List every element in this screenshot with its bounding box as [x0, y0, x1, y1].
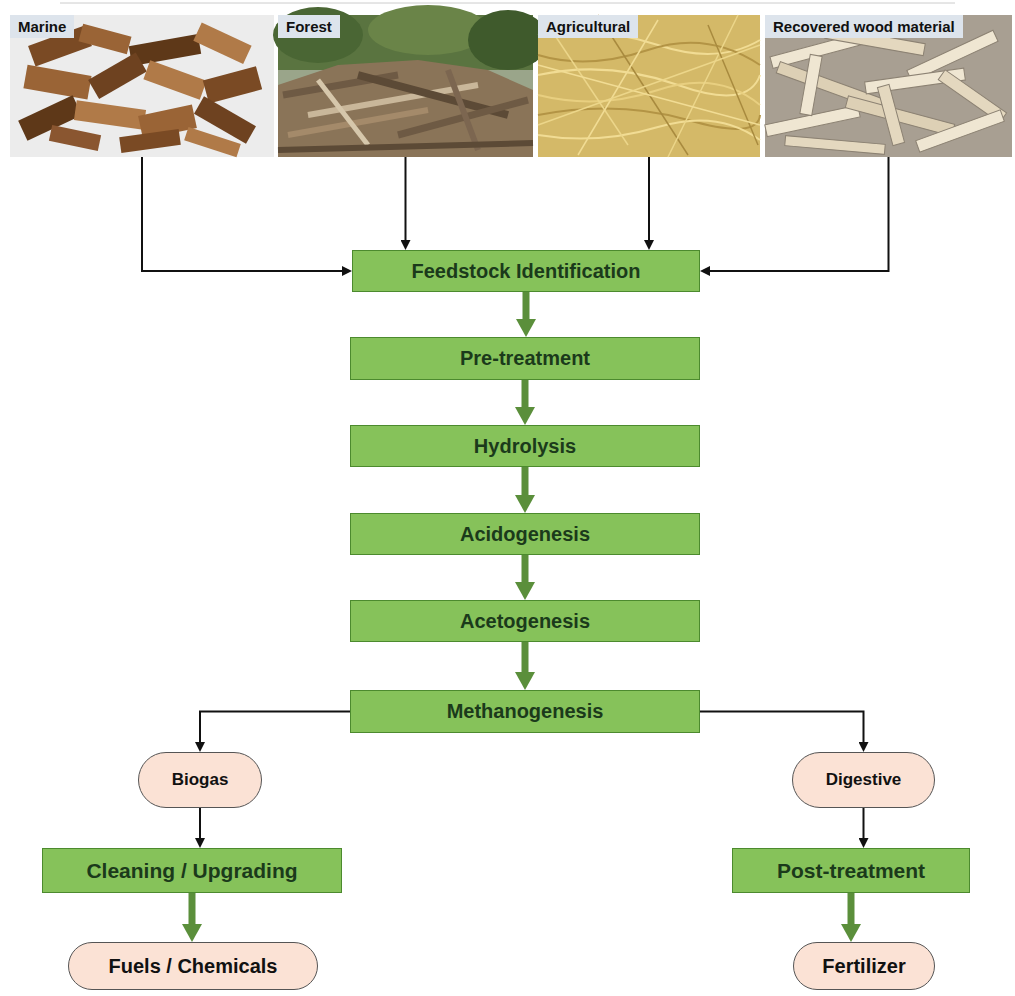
connector-arrow: [648, 157, 650, 240]
connector-arrow: [200, 712, 350, 743]
process-box: Acetogenesis: [350, 600, 700, 642]
node-label: Acetogenesis: [460, 610, 590, 633]
recovered-wood-photo: [765, 15, 1012, 157]
node-label: Fertilizer: [822, 955, 905, 978]
feedstock-photo: Agricultural: [538, 15, 760, 157]
node-label: Biogas: [172, 770, 229, 790]
process-box: Pre-treatment: [350, 337, 700, 380]
node-label: Feedstock Identification: [412, 260, 641, 283]
agricultural-photo: [538, 15, 760, 157]
process-box: Cleaning / Upgrading: [42, 848, 342, 893]
top-rule: [60, 3, 955, 4]
output-pill: Digestive: [792, 752, 935, 808]
connector-arrow: [700, 712, 864, 743]
node-label: Methanogenesis: [447, 700, 604, 723]
flow-arrow: [848, 893, 855, 924]
connector-arrow: [142, 157, 342, 271]
process-box: Acidogenesis: [350, 513, 700, 555]
photo-label: Forest: [278, 15, 340, 38]
photo-label: Recovered wood material: [765, 15, 963, 38]
marine-photo: [10, 15, 274, 157]
photo-label: Marine: [10, 15, 74, 38]
feedstock-photo: Forest: [278, 15, 533, 157]
connector-arrow: [199, 808, 201, 838]
node-label: Cleaning / Upgrading: [86, 859, 297, 883]
node-label: Fuels / Chemicals: [109, 955, 278, 978]
forest-photo: [273, 5, 548, 157]
node-label: Post-treatment: [777, 859, 925, 883]
flow-arrow: [522, 467, 529, 495]
flow-arrow: [522, 555, 529, 582]
output-pill: Biogas: [138, 752, 262, 808]
node-label: Digestive: [826, 770, 902, 790]
connector-arrow: [405, 157, 407, 240]
feedstock-photo: Marine: [10, 15, 274, 157]
photo-label: Agricultural: [538, 15, 638, 38]
connector-arrow: [710, 157, 889, 271]
flow-arrow: [523, 292, 530, 319]
flow-arrow: [522, 642, 529, 672]
node-label: Acidogenesis: [460, 523, 590, 546]
product-pill: Fuels / Chemicals: [68, 942, 318, 990]
node-label: Hydrolysis: [474, 435, 576, 458]
product-pill: Fertilizer: [793, 942, 935, 990]
flow-arrow: [522, 380, 529, 407]
node-label: Pre-treatment: [460, 347, 590, 370]
process-box: Hydrolysis: [350, 425, 700, 467]
process-box: Post-treatment: [732, 848, 970, 893]
flow-arrow: [189, 893, 196, 924]
process-box: Feedstock Identification: [352, 250, 700, 292]
connector-arrow: [863, 808, 865, 838]
feedstock-photo: Recovered wood material: [765, 15, 1012, 157]
process-box: Methanogenesis: [350, 690, 700, 733]
